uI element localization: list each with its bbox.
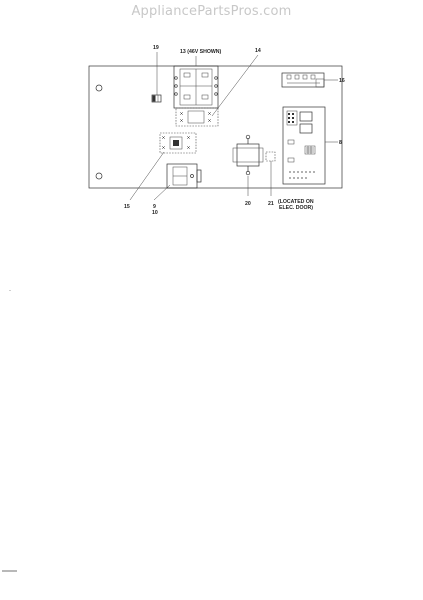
callout-located-line1: (LOCATED ON: [278, 199, 314, 205]
panel-mount-hole-bottom: [95, 172, 103, 180]
mounting-panel: [88, 65, 343, 189]
callout-20: 20: [245, 201, 251, 207]
callout-21: 21: [268, 201, 274, 207]
part-14-relay: [175, 107, 219, 127]
callout-13: 13 (46V SHOWN): [180, 49, 221, 55]
part-20-transformer: [232, 134, 264, 176]
callout-9: 9: [153, 204, 156, 210]
leader-14: [211, 54, 259, 117]
callout-19: 19: [153, 45, 159, 51]
callout-15: 15: [124, 204, 130, 210]
callout-16: 16: [339, 78, 345, 84]
leader-15: [129, 151, 165, 201]
part-13-contactor: [173, 65, 219, 109]
part-15-relay: [159, 132, 197, 154]
leader-9-10: [153, 184, 171, 201]
callout-8: 8: [339, 140, 342, 146]
part-8-control-board: [282, 106, 326, 185]
callout-14: 14: [255, 48, 261, 54]
part-16-terminal-strip: [281, 72, 325, 88]
part-9-10-component: [166, 163, 202, 189]
watermark-text: AppliancePartsPros.com: [131, 4, 292, 19]
panel-mount-hole-top: [95, 84, 103, 92]
part-19-terminal: [151, 94, 162, 103]
callout-10: 10: [152, 210, 158, 216]
part-21-component: [265, 151, 276, 162]
callout-located-line2: ELEC. DOOR): [279, 205, 313, 211]
